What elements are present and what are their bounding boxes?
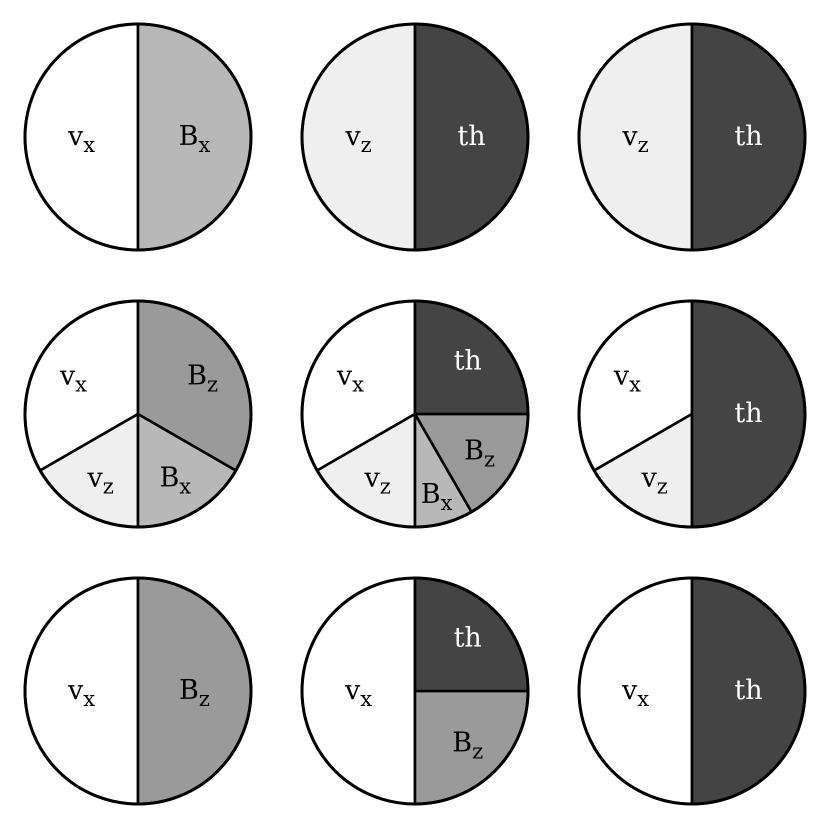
- slice-label-th: th: [734, 675, 762, 706]
- slice-label-Bx: Bx: [159, 462, 191, 498]
- pie-r3c3: vx th: [577, 576, 807, 806]
- slice-label-vz: vz: [641, 462, 668, 498]
- pie-outline: [577, 576, 807, 806]
- slice-label-Bx: Bx: [421, 478, 453, 514]
- pie-r2c1: vx vz Bx Bz: [23, 299, 253, 529]
- pie-outline: [577, 299, 807, 529]
- pie-outline: [300, 576, 530, 806]
- slice-label-Bz: Bz: [179, 675, 210, 711]
- slice-label-Bz: Bz: [452, 727, 483, 763]
- slice-label-vz: vz: [87, 462, 114, 498]
- slice-label-th: th: [457, 121, 485, 152]
- slice-label-Bx: Bx: [179, 121, 211, 157]
- slice-label-vx: vx: [621, 675, 649, 711]
- slice-label-vx: vx: [344, 675, 372, 711]
- pie-outline: [577, 22, 807, 252]
- pie-r1c2: vz th: [300, 22, 530, 252]
- pie-outline: [23, 576, 253, 806]
- pie-r2c2: vx vz Bx Bz th: [300, 299, 530, 529]
- slice-label-vx: vx: [336, 360, 364, 396]
- pie-outline: [300, 22, 530, 252]
- slice-label-th: th: [454, 345, 482, 376]
- slice-label-th: th: [454, 622, 482, 653]
- pie-r2c3: vx vz th: [577, 299, 807, 529]
- slice-label-th: th: [734, 121, 762, 152]
- slice-label-vz: vz: [344, 121, 371, 157]
- slice-label-vx: vx: [613, 360, 641, 396]
- pie-outline: [300, 299, 530, 529]
- slice-label-vx: vx: [67, 675, 95, 711]
- pie-r1c3: vz th: [577, 22, 807, 252]
- slice-label-vx: vx: [67, 121, 95, 157]
- slice-label-vz: vz: [621, 121, 648, 157]
- pie-r1c1: vx Bx: [23, 22, 253, 252]
- slice-label-vx: vx: [59, 360, 87, 396]
- pie-outline: [23, 22, 253, 252]
- slice-label-vz: vz: [364, 462, 391, 498]
- slice-label-th: th: [734, 398, 762, 429]
- slice-label-Bz: Bz: [464, 435, 495, 471]
- slice-label-Bz: Bz: [187, 360, 218, 396]
- pie-r3c1: vx Bz: [23, 576, 253, 806]
- pie-outline: [23, 299, 253, 529]
